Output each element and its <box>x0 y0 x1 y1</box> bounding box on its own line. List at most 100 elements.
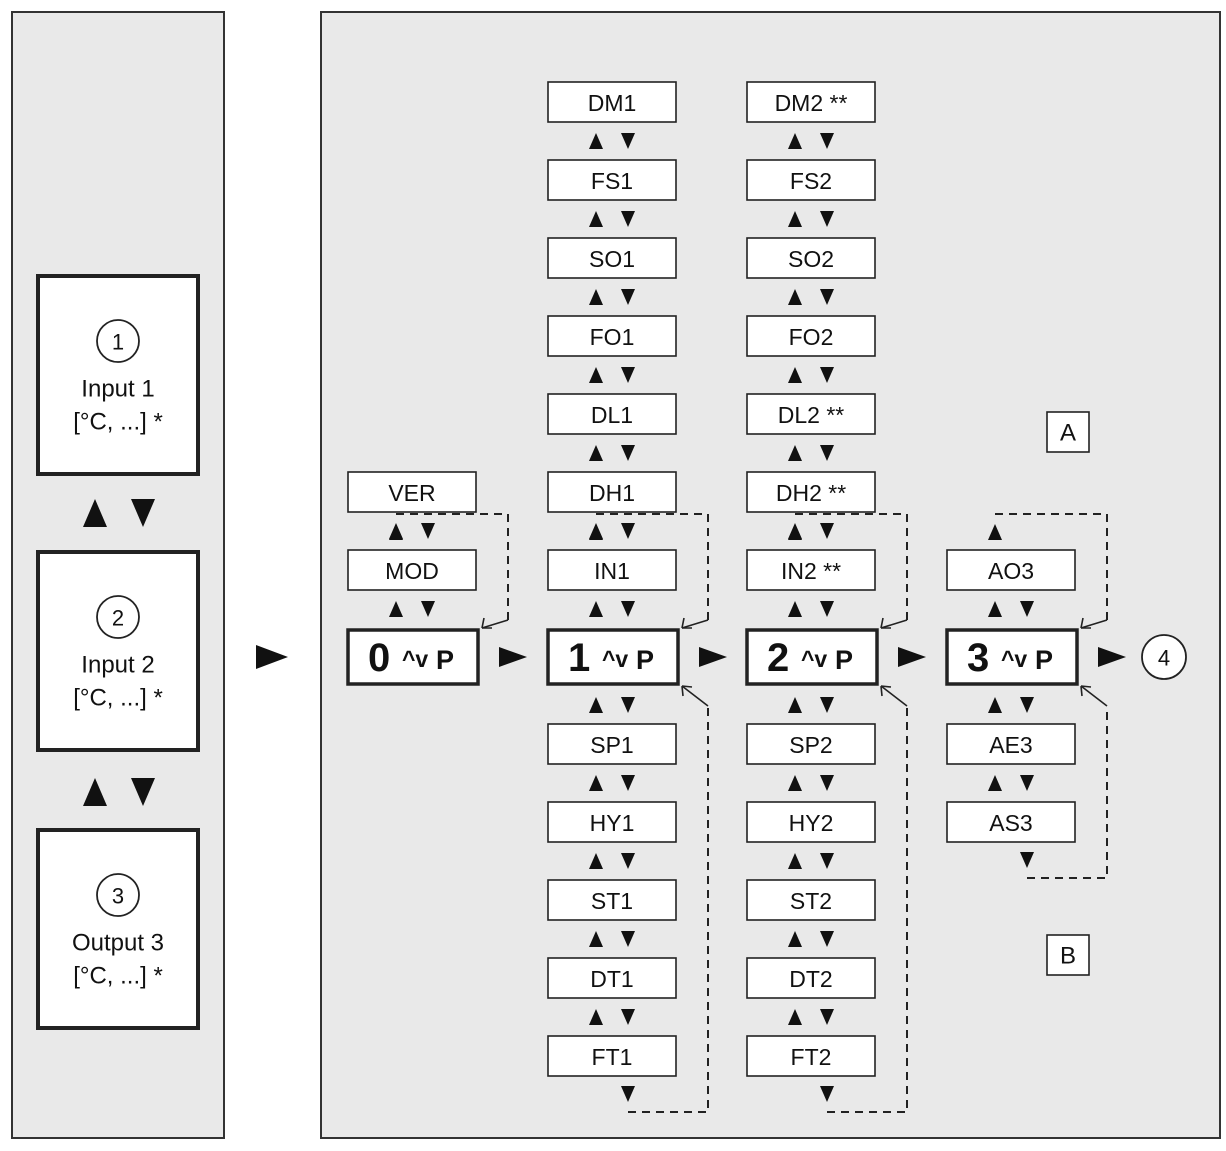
next-state-arrow <box>898 647 926 667</box>
state-nav-symbols: ^v <box>801 646 827 672</box>
down-arrow <box>820 697 834 713</box>
up-arrow <box>589 853 603 869</box>
down-arrow <box>621 775 635 791</box>
down-arrow <box>621 523 635 539</box>
param-mod[interactable]: MOD <box>347 549 477 591</box>
up-arrow <box>389 601 403 617</box>
param-dm1[interactable]: DM1 <box>547 81 677 123</box>
param-box <box>746 159 876 201</box>
down-arrow <box>1020 697 1034 713</box>
param-st2[interactable]: ST2 <box>746 879 876 921</box>
param-fo1[interactable]: FO1 <box>547 315 677 357</box>
param-dt2[interactable]: DT2 <box>746 957 876 999</box>
param-label: FO1 <box>590 324 635 350</box>
up-arrow <box>589 775 603 791</box>
lower-loop-line <box>827 706 908 1113</box>
param-box <box>746 1035 876 1077</box>
down-arrow <box>621 445 635 461</box>
up-arrow <box>589 133 603 149</box>
param-label: DL1 <box>591 402 633 428</box>
param-so1[interactable]: SO1 <box>547 237 677 279</box>
param-ver[interactable]: VER <box>347 471 477 513</box>
param-box <box>547 801 677 843</box>
param-dm2[interactable]: DM2 ** <box>746 81 876 123</box>
param-box <box>746 393 876 435</box>
up-arrow <box>589 367 603 383</box>
state-number: 3 <box>967 636 989 680</box>
param-label: FT2 <box>791 1044 832 1070</box>
param-box <box>746 957 876 999</box>
param-sp2[interactable]: SP2 <box>746 723 876 765</box>
block-unit: [°C, ...] * <box>73 409 163 436</box>
param-label: DL2 ** <box>778 402 845 428</box>
param-hy1[interactable]: HY1 <box>547 801 677 843</box>
param-box <box>746 549 876 591</box>
param-as3[interactable]: AS3 <box>946 801 1076 843</box>
param-ao3[interactable]: AO3 <box>946 549 1076 591</box>
exit-marker-text: 4 <box>1158 646 1170 671</box>
param-box <box>547 81 677 123</box>
param-so2[interactable]: SO2 <box>746 237 876 279</box>
param-hy2[interactable]: HY2 <box>746 801 876 843</box>
param-fs1[interactable]: FS1 <box>547 159 677 201</box>
up-arrow <box>589 1009 603 1025</box>
param-dl2[interactable]: DL2 ** <box>746 393 876 435</box>
lower-loop-arrowhead <box>880 685 892 697</box>
next-state-arrow <box>499 647 527 667</box>
exit-marker: 4 <box>1141 634 1187 680</box>
down-arrow <box>820 775 834 791</box>
region-label-a-text: A <box>1060 420 1076 447</box>
down-arrow <box>621 289 635 305</box>
down-arrow <box>820 601 834 617</box>
state-nav-symbols: ^v <box>402 646 428 672</box>
upper-loop-pointer <box>880 619 908 629</box>
block-title: Input 1 <box>81 376 154 403</box>
param-dl1[interactable]: DL1 <box>547 393 677 435</box>
block-unit: [°C, ...] * <box>73 685 163 712</box>
down-arrow <box>621 367 635 383</box>
param-box <box>547 1035 677 1077</box>
next-state-arrow <box>1098 647 1126 667</box>
up-arrow <box>788 289 802 305</box>
wrap-up-arrow <box>589 524 603 540</box>
wrap-up-arrow <box>389 524 403 540</box>
left-block-frame <box>36 550 200 752</box>
down-arrow <box>621 697 635 713</box>
param-fo2[interactable]: FO2 <box>746 315 876 357</box>
marker-number: 2 <box>112 606 124 631</box>
param-dh2[interactable]: DH2 ** <box>746 471 876 513</box>
up-arrow <box>988 697 1002 713</box>
param-sp1[interactable]: SP1 <box>547 723 677 765</box>
state-nav-symbols: ^v <box>1001 646 1027 672</box>
param-st1[interactable]: ST1 <box>547 879 677 921</box>
upper-loop-pointer <box>1080 619 1108 629</box>
up-arrow <box>788 133 802 149</box>
param-box <box>547 393 677 435</box>
up-arrow <box>788 367 802 383</box>
state-number: 2 <box>767 636 789 680</box>
param-fs2[interactable]: FS2 <box>746 159 876 201</box>
state-p-letter: P <box>1035 645 1053 675</box>
up-arrow <box>788 601 802 617</box>
param-ft2[interactable]: FT2 <box>746 1035 876 1077</box>
param-in1[interactable]: IN1 <box>547 549 677 591</box>
param-dh1[interactable]: DH1 <box>547 471 677 513</box>
upper-loop-line <box>596 513 709 620</box>
param-ft1[interactable]: FT1 <box>547 1035 677 1077</box>
param-box <box>547 237 677 279</box>
param-ae3[interactable]: AE3 <box>946 723 1076 765</box>
upper-loop-pointer <box>681 619 709 629</box>
state-number: 0 <box>368 636 390 680</box>
down-arrow <box>621 853 635 869</box>
down-arrow <box>820 523 834 539</box>
down-arrow <box>621 601 635 617</box>
param-dt1[interactable]: DT1 <box>547 957 677 999</box>
marker-number: 3 <box>112 884 124 909</box>
up-arrow <box>589 931 603 947</box>
block-unit: [°C, ...] * <box>73 963 163 990</box>
flow-arrows <box>389 133 1126 1113</box>
param-in2[interactable]: IN2 ** <box>746 549 876 591</box>
